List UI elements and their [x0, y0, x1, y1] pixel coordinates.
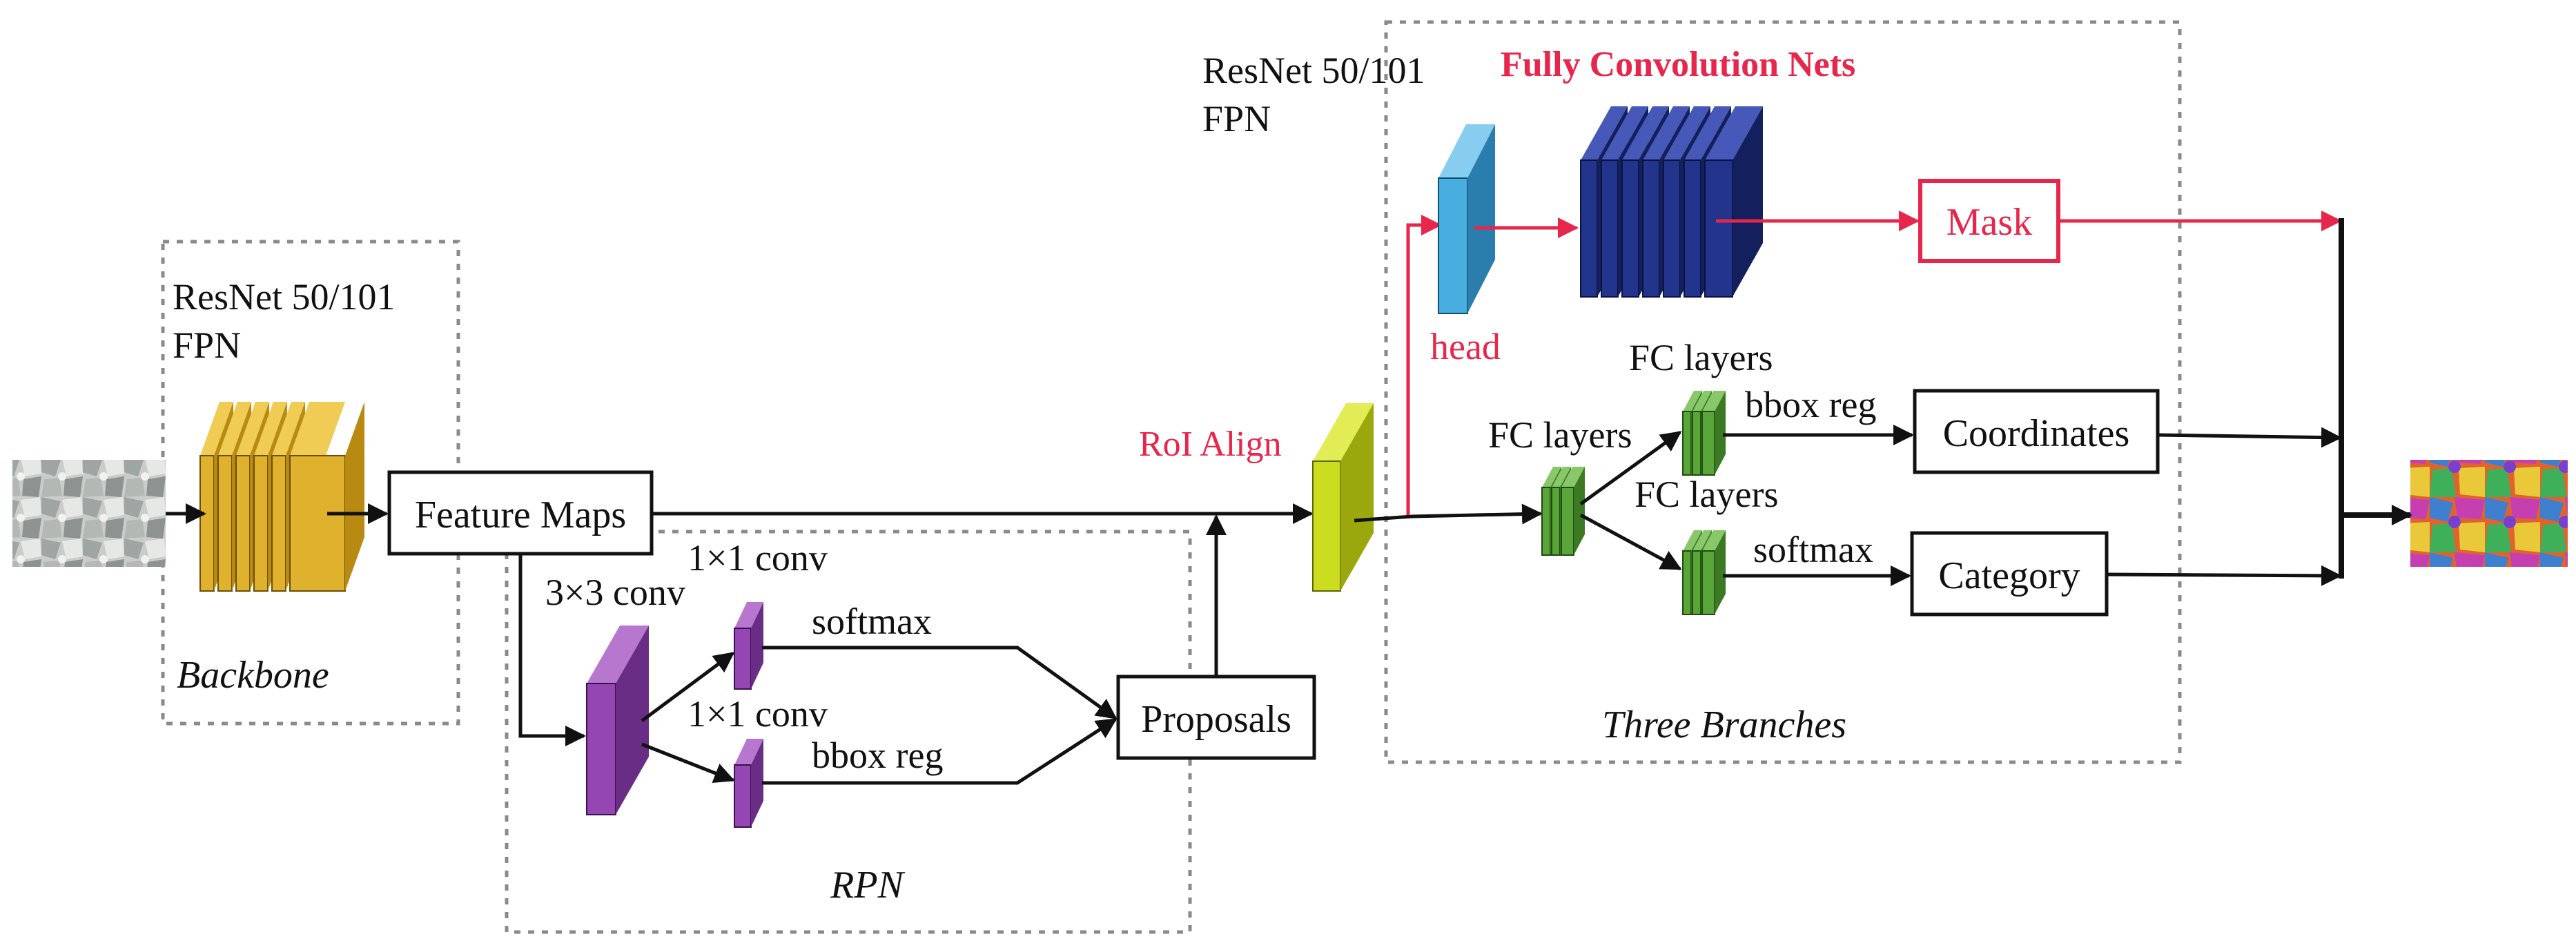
mask-box: [1918, 179, 2060, 263]
feature-maps-label: Feature Maps: [415, 494, 626, 536]
backbone-layer-stack: [199, 402, 364, 592]
fc-to-top-fc-arrow: [1579, 430, 1682, 506]
rpn-softmax-label: softmax: [812, 601, 932, 642]
coordinates-to-merge-arrow: [2157, 427, 2342, 448]
backbone-caption: Backbone: [177, 654, 329, 697]
rpn-cls-layer: [734, 602, 763, 690]
rpn-1x1-conv-bottom-label: 1×1 conv: [687, 693, 828, 735]
fcn-title: Fully Convolution Nets: [1501, 45, 1855, 84]
backbone-fpn-label: FPN: [173, 324, 241, 366]
roi-align-label: RoI Align: [1139, 425, 1282, 464]
heads-fpn-label: FPN: [1202, 98, 1271, 139]
three-branches-caption: Three Branches: [1602, 704, 1846, 746]
fcn-layer-stack: [1580, 106, 1763, 298]
rpn-bbox-to-proposals-arrow: [762, 717, 1118, 785]
rpn-conv-layer: [586, 626, 649, 815]
rpn-1x1-conv-top-label: 1×1 conv: [687, 537, 828, 579]
rpn-bbox-reg-label: bbox reg: [812, 735, 943, 776]
rpn-caption: RPN: [830, 864, 905, 907]
head-label: head: [1430, 326, 1501, 367]
roi-to-head-arrow: [1406, 215, 1442, 515]
fc-layers-top-label: FC layers: [1629, 337, 1773, 378]
backbone-model-label: ResNet 50/101: [173, 276, 395, 318]
proposals-box: [1116, 675, 1316, 760]
feature-maps-to-rpn-conv-arrow: [518, 554, 586, 746]
coordinates-box: [1913, 389, 2160, 474]
rpn-conv-to-reg-arrow: [641, 742, 735, 784]
category-label: Category: [1938, 554, 2080, 597]
proposals-label: Proposals: [1141, 698, 1291, 741]
fc-layers-main-label: FC layers: [1488, 414, 1632, 456]
fc-softmax-label: softmax: [1753, 529, 1873, 570]
fc-layers-bottom: [1682, 530, 1726, 615]
mask-label: Mask: [1946, 201, 2032, 244]
rpn-3x3-conv-label: 3×3 conv: [545, 572, 685, 613]
fc-layers-main: [1541, 467, 1585, 556]
output-image: [2410, 460, 2568, 567]
fc-to-bottom-fc-arrow: [1579, 513, 1682, 571]
roi-to-fc-arrow: [1354, 503, 1543, 525]
roi-align-layer: [1312, 403, 1374, 592]
fc-layers-bottom-label: FC layers: [1635, 474, 1779, 515]
rpn-reg-layer: [734, 739, 763, 828]
category-box: [1910, 531, 2109, 617]
fc-layers-top: [1682, 391, 1726, 476]
coordinates-label: Coordinates: [1943, 412, 2130, 455]
rpn-softmax-to-proposals-arrow: [762, 646, 1118, 720]
fc-bbox-reg-label: bbox reg: [1745, 384, 1876, 425]
rpn-conv-to-cls-arrow: [641, 651, 735, 723]
three-branches-group-box: [1384, 20, 2182, 764]
category-to-merge-arrow: [2106, 565, 2342, 586]
heads-model-label: ResNet 50/101: [1202, 50, 1425, 91]
head-layer: [1438, 124, 1495, 314]
input-image: [12, 460, 166, 567]
